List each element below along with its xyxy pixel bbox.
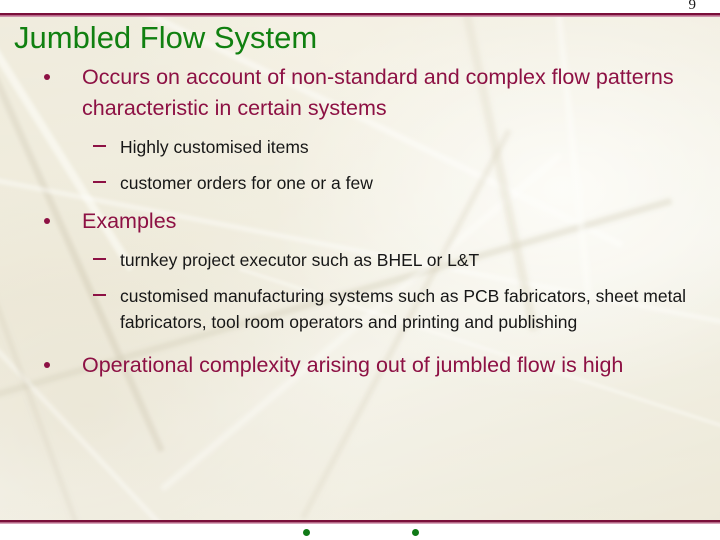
spacer	[0, 198, 720, 206]
slide-body-list: Occurs on account of non-standard and co…	[0, 62, 720, 383]
spacer	[0, 162, 720, 170]
bullet-level2: Highly customised items	[0, 134, 720, 160]
bullet-text: customer orders for one or a few	[120, 173, 373, 193]
bullet-level1: Examples	[0, 206, 720, 237]
bullet-text: Highly customised items	[120, 137, 309, 157]
page-number: 9	[688, 0, 697, 13]
top-divider-rule	[0, 13, 720, 17]
dash-bullet-icon	[93, 181, 106, 183]
bullet-level1: Occurs on account of non-standard and co…	[0, 62, 720, 124]
dash-bullet-icon	[93, 258, 106, 260]
spacer	[0, 126, 720, 134]
footer-dot-icon	[412, 529, 419, 536]
bullet-level2: customer orders for one or a few	[0, 170, 720, 196]
round-bullet-icon	[44, 74, 50, 80]
round-bullet-icon	[44, 218, 50, 224]
bullet-text: turnkey project executor such as BHEL or…	[120, 250, 480, 270]
bullet-text: Operational complexity arising out of ju…	[82, 353, 624, 377]
dash-bullet-icon	[93, 294, 106, 296]
footer-dot-icon	[303, 529, 310, 536]
bullet-level2: turnkey project executor such as BHEL or…	[0, 247, 720, 273]
bullet-text: customised manufacturing systems such as…	[120, 286, 687, 332]
spacer	[0, 275, 720, 283]
bottom-divider-rule	[0, 520, 720, 524]
slide-title: Jumbled Flow System	[14, 20, 318, 55]
round-bullet-icon	[44, 362, 50, 368]
bullet-level1: Operational complexity arising out of ju…	[0, 350, 720, 381]
spacer	[0, 239, 720, 247]
footer-decoration	[0, 524, 720, 540]
bullet-level2: customised manufacturing systems such as…	[0, 283, 720, 335]
bullet-text: Occurs on account of non-standard and co…	[82, 65, 674, 120]
slide-background	[0, 17, 720, 522]
dash-bullet-icon	[93, 145, 106, 147]
bullet-text: Examples	[82, 209, 177, 233]
spacer	[0, 337, 720, 350]
